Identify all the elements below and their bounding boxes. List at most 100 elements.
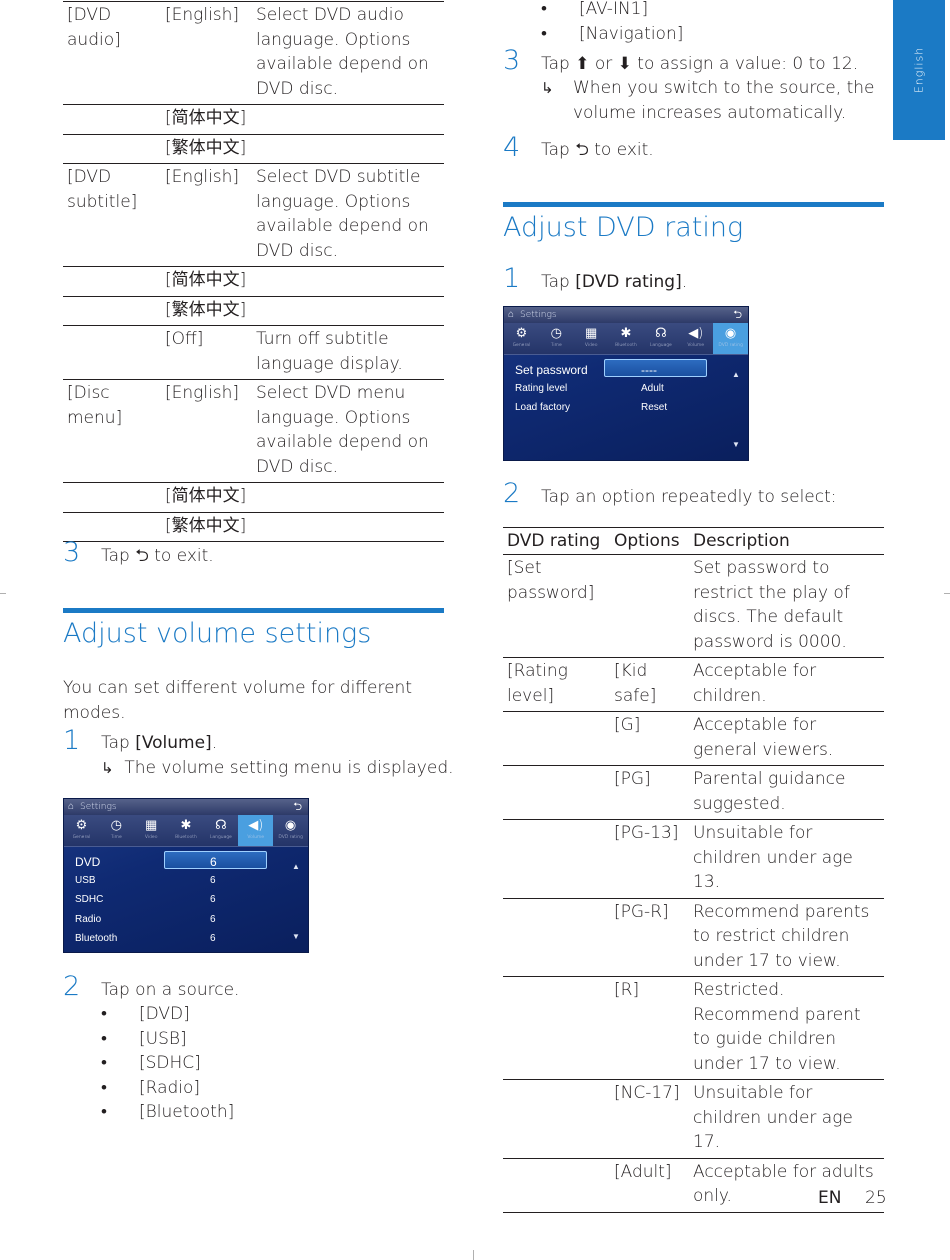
screen-row: SDHC 6 xyxy=(64,890,308,910)
setting-cell xyxy=(63,267,161,297)
table-row: [简体中文] xyxy=(63,105,444,135)
screen-row-value: Reset xyxy=(641,402,668,413)
description-cell xyxy=(252,267,444,297)
description-cell: Parental guidance suggested. xyxy=(693,769,846,814)
screen-tab-label: General xyxy=(512,343,531,348)
list-item-text: [Radio] xyxy=(139,1077,201,1098)
list-item: • [Radio] xyxy=(101,1076,234,1101)
description-cell: Recommend parents to restrict children u… xyxy=(693,901,870,971)
crop-mark xyxy=(944,593,950,594)
table-row: [Disc menu][English]Select DVD menu lang… xyxy=(63,380,444,483)
setting-cell: [Disc menu] xyxy=(67,383,123,428)
screen-tab-general: ⚙General xyxy=(64,815,99,846)
time-icon: ◷ xyxy=(110,818,122,833)
step-text-post: . xyxy=(681,272,688,292)
home-icon: ⌂ xyxy=(508,309,515,320)
bullet-icon: • xyxy=(101,1077,107,1098)
description-cell: Set password to restrict the play of dis… xyxy=(693,558,850,652)
rating-cell xyxy=(503,820,610,899)
crop-mark xyxy=(473,1250,474,1260)
option-cell: [简体中文] xyxy=(165,486,247,506)
dvd-rating-settings-screenshot: ⌂ Settings ⮌ ⚙General◷Time▦Video✱Bluetoo… xyxy=(503,306,749,461)
screen-tab-general: ⚙General xyxy=(504,323,539,354)
table-header: Description xyxy=(689,527,884,555)
screen-tab-label: Video xyxy=(144,835,158,840)
option-cell: [PG-R] xyxy=(614,901,669,922)
step-number: 2 xyxy=(503,478,521,509)
video-icon: ▦ xyxy=(585,326,598,341)
rating-cell xyxy=(503,898,610,977)
list-item: •[Bluetooth] xyxy=(101,1100,234,1125)
list-item: •[SDHC] xyxy=(101,1051,234,1076)
screen-tab-language: ☊Language xyxy=(203,815,238,846)
screen-row-name: Set password xyxy=(515,363,588,377)
table-row: [简体中文] xyxy=(63,483,444,513)
option-cell: [繁体中文] xyxy=(165,137,247,158)
screen-row-name: Rating level xyxy=(515,382,568,394)
step-text-pre: Tap xyxy=(541,54,576,74)
description-cell xyxy=(252,296,444,326)
step-number: 3 xyxy=(63,537,81,568)
section-heading: Adjust volume settings xyxy=(63,618,372,649)
screen-tab-label: Volume xyxy=(687,343,705,348)
section-heading: Adjust DVD rating xyxy=(503,212,744,243)
option-cell xyxy=(610,555,689,658)
step-number: 2 xyxy=(63,971,81,1002)
screen-tab-video: ▦Video xyxy=(574,323,609,354)
screen-tab-bluetooth: ✱Bluetooth xyxy=(169,815,204,846)
description-cell: Turn off subtitle language display. xyxy=(256,329,403,374)
option-cell: [简体中文] xyxy=(165,270,247,290)
table-row: [G]Acceptable for general viewers. xyxy=(503,712,884,766)
step-text: Tap [DVD rating]. xyxy=(541,270,687,295)
screen-tab-label: Time xyxy=(550,343,562,348)
option-cell: [繁体中文] xyxy=(165,299,247,320)
language-icon: ☊ xyxy=(655,326,667,341)
setting-cell xyxy=(63,296,161,326)
screen-tab-time: ◷Time xyxy=(99,815,134,846)
screen-title: Settings xyxy=(520,310,557,320)
screen-tab-label: DVD rating xyxy=(278,835,303,840)
screen-row-value: 6 xyxy=(210,874,216,886)
description-cell xyxy=(252,105,444,135)
setting-cell: [DVD audio] xyxy=(67,5,121,50)
table-row: [DVD subtitle][English]Select DVD subtit… xyxy=(63,164,444,267)
option-cell: [G] xyxy=(614,715,641,735)
table-header: Options xyxy=(610,527,689,555)
step-text-pre: Tap xyxy=(101,733,136,753)
table-row: [PG-R] Recommend parents to restrict chil… xyxy=(503,898,884,977)
scroll-down-icon: ▼ xyxy=(732,440,740,449)
language-tab-label: English xyxy=(912,46,926,94)
step-result: ↳ When you switch to the source, the vol… xyxy=(541,76,881,125)
description-cell: Acceptable for children. xyxy=(693,661,817,706)
volume-icon: ◀) xyxy=(688,326,704,341)
list-item: •[AV-IN1] xyxy=(541,0,683,22)
option-cell: [简体中文] xyxy=(165,108,247,128)
screen-row-name: SDHC xyxy=(75,894,104,905)
option-cell: [English] xyxy=(165,5,240,25)
table-row: [R]Restricted. Recommend parent to guide… xyxy=(503,977,884,1080)
table-row: [繁体中文] xyxy=(63,134,444,164)
screen-row-value: 6 xyxy=(210,894,216,905)
rating-cell: [Rating level] xyxy=(507,661,568,706)
description-cell xyxy=(252,483,444,513)
list-item-text: [Navigation] xyxy=(579,23,684,44)
screen-tab-dvd-rating: ◉DVD rating xyxy=(273,815,308,846)
language-icon: ☊ xyxy=(215,818,227,833)
setting-cell xyxy=(63,326,161,380)
screen-tab-dvd-rating: ◉DVD rating xyxy=(713,323,748,354)
option-cell: [R] xyxy=(614,980,640,1000)
step-text-post: to exit. xyxy=(588,140,654,160)
step-text: Tap ⮌ to exit. xyxy=(541,138,654,163)
result-arrow-icon: ↳ xyxy=(541,79,554,97)
screen-title: Settings xyxy=(80,802,117,812)
screen-tab-volume: ◀)Volume xyxy=(238,815,274,846)
screen-tab-bluetooth: ✱Bluetooth xyxy=(609,323,644,354)
page-number: 25 xyxy=(865,1188,887,1208)
option-cell: [English] xyxy=(165,167,240,187)
section-rule xyxy=(503,202,884,207)
